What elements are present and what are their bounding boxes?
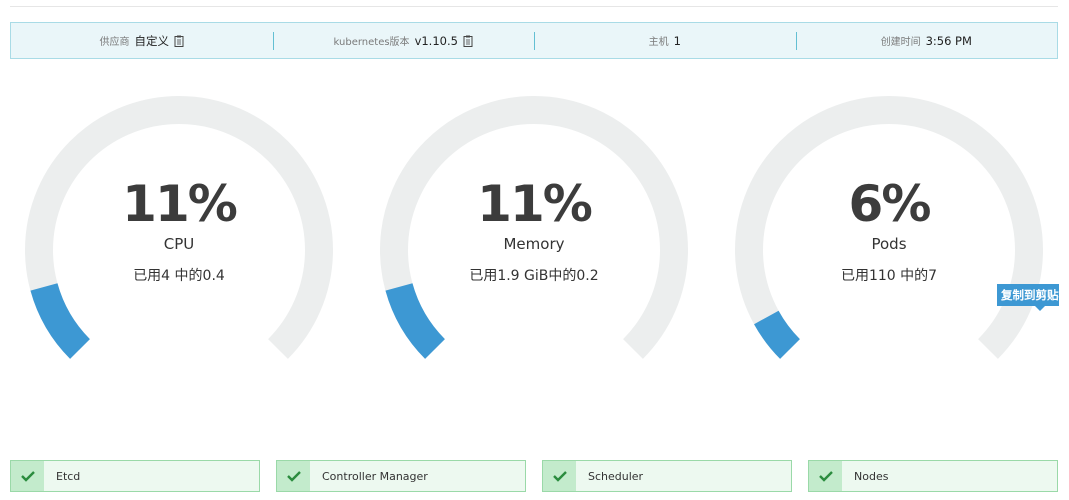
- check-icon: [809, 461, 842, 491]
- gauge-title: CPU: [163, 235, 195, 253]
- component-label: Scheduler: [588, 469, 644, 483]
- copy-tooltip: 复制到剪贴板: [997, 284, 1059, 306]
- gauge-usage: 已用4 中的0.4: [133, 268, 225, 284]
- created-label: 创建时间: [880, 37, 921, 48]
- created-cell: 创建时间 3:56 PM: [795, 23, 1058, 58]
- tooltip-arrow: [1035, 306, 1045, 311]
- hosts-label: 主机: [648, 37, 669, 48]
- component-label: Etcd: [56, 469, 81, 483]
- gauge-title: Pods: [871, 235, 907, 253]
- hosts-cell: 主机 1: [534, 23, 796, 58]
- top-divider: [10, 6, 1058, 7]
- pods-gauge: 6% Pods 已用110 中的7: [734, 95, 1044, 365]
- check-icon: [277, 461, 310, 491]
- gauge-arc: [25, 96, 333, 359]
- gauge-arc: [380, 96, 688, 359]
- created-value: 3:56 PM: [925, 33, 972, 48]
- gauge-usage: 已用1.9 GiB中的0.2: [469, 268, 599, 284]
- hosts-value: 1: [673, 33, 681, 48]
- component-label: Nodes: [854, 469, 889, 483]
- gauge-track: [735, 96, 1043, 359]
- component-status-scheduler: Scheduler: [542, 460, 792, 492]
- gauge-arc: [735, 96, 1043, 359]
- gauge-track: [380, 96, 688, 359]
- gauge-fill: [754, 310, 801, 359]
- clipboard-icon[interactable]: [174, 35, 184, 47]
- check-icon: [11, 461, 44, 491]
- component-status-controller-manager: Controller Manager: [276, 460, 526, 492]
- gauge-usage: 已用110 中的7: [840, 268, 938, 284]
- gauge-percent: 11%: [477, 175, 593, 233]
- k8s-version-value: v1.10.5: [414, 33, 458, 48]
- gauge-track: [25, 96, 333, 359]
- check-icon: [543, 461, 576, 491]
- provider-label: 供应商: [99, 37, 130, 48]
- cluster-info-bar: 供应商 自定义 kubernetes版本 v1.10.5 主机 1 创建时间 3…: [10, 22, 1058, 59]
- k8s-version-cell: kubernetes版本 v1.10.5: [272, 23, 535, 58]
- k8s-version-label: kubernetes版本: [333, 37, 410, 48]
- component-status-nodes: Nodes: [808, 460, 1058, 492]
- clipboard-icon[interactable]: [463, 35, 473, 47]
- gauge-fill: [30, 282, 91, 359]
- provider-value: 自定义: [134, 33, 170, 48]
- component-status-etcd: Etcd: [10, 460, 260, 492]
- gauge-fill: [385, 282, 446, 359]
- provider-cell: 供应商 自定义: [11, 23, 273, 58]
- gauge-title: Memory: [503, 235, 565, 253]
- gauge-percent: 11%: [122, 175, 238, 233]
- cpu-gauge: 11% CPU 已用4 中的0.4: [24, 95, 334, 365]
- memory-gauge: 11% Memory 已用1.9 GiB中的0.2: [379, 95, 689, 365]
- component-label: Controller Manager: [322, 469, 428, 483]
- gauge-percent: 6%: [848, 175, 932, 233]
